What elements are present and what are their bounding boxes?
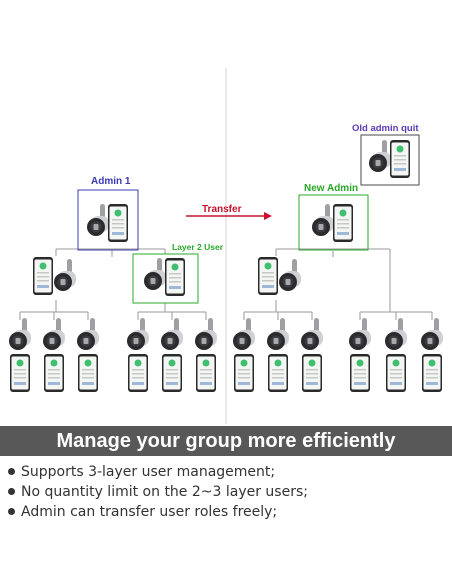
lock-icon (233, 318, 255, 350)
diagram-canvas (9, 68, 443, 424)
layer3-user (301, 318, 323, 392)
phone-icon (386, 354, 406, 392)
lock-icon (161, 318, 183, 350)
layer2-device-pair (144, 258, 185, 296)
lock-icon (127, 318, 149, 350)
bullet-icon (8, 507, 15, 515)
right-tree (243, 248, 433, 320)
old-admin-box (360, 134, 420, 186)
feature-text: Supports 3-layer user management; (21, 464, 276, 480)
old-admin-device-pair (369, 140, 410, 178)
feature-list: Supports 3-layer user management; No qua… (8, 462, 308, 522)
layer3-user (195, 318, 217, 392)
phone-icon (196, 354, 216, 392)
old-admin-label: Old admin quit (352, 123, 419, 134)
layer3-user (77, 318, 99, 392)
layer3-user (421, 318, 443, 392)
phone-icon (162, 354, 182, 392)
feature-item: Supports 3-layer user management; (8, 462, 308, 482)
lock-icon (301, 318, 323, 350)
lock-icon (9, 318, 31, 350)
admin-label: Admin 1 (91, 176, 131, 187)
lock-icon (195, 318, 217, 350)
feature-text: Admin can transfer user roles freely; (21, 504, 278, 520)
feature-item: Admin can transfer user roles freely; (8, 502, 308, 522)
lock-icon (77, 318, 99, 350)
layer3-user (43, 318, 65, 392)
layer2-user-label: Layer 2 User (172, 242, 224, 252)
new-admin-label: New Admin (304, 183, 359, 194)
layer3-user (127, 318, 149, 392)
lock-icon (349, 318, 371, 350)
lock-icon (267, 318, 289, 350)
phone-icon (128, 354, 148, 392)
phone-icon (234, 354, 254, 392)
lock-icon (385, 318, 407, 350)
phone-icon (78, 354, 98, 392)
new-admin-device-pair (312, 204, 353, 242)
lock-icon (43, 318, 65, 350)
feature-item: No quantity limit on the 2~3 layer users… (8, 482, 308, 502)
layer3-user (349, 318, 371, 392)
transfer-arrow (186, 212, 272, 220)
lock-icon (421, 318, 443, 350)
phone-icon (350, 354, 370, 392)
admin-box (77, 189, 139, 251)
admin-device-pair (87, 204, 128, 242)
feature-text: No quantity limit on the 2~3 layer users… (21, 484, 308, 500)
transfer-label: Transfer (202, 204, 242, 215)
layer3-user (161, 318, 183, 392)
banner-title: Manage your group more efficiently (0, 426, 452, 456)
phone-icon (422, 354, 442, 392)
phone-icon (268, 354, 288, 392)
bullet-icon (8, 467, 15, 475)
new-admin-box (298, 194, 369, 251)
bullet-icon (8, 487, 15, 495)
layer3-user (267, 318, 289, 392)
layer2-device-pair-left (33, 257, 76, 295)
phone-icon (44, 354, 64, 392)
layer3-user (9, 318, 31, 392)
left-tree (19, 248, 207, 320)
phone-icon (302, 354, 322, 392)
layer2-device-pair-right (258, 257, 301, 295)
hierarchy-diagram: Admin 1 Layer 2 User Transfer Old admin … (9, 68, 443, 424)
layer2-user-box (132, 253, 199, 304)
layer3-user (233, 318, 255, 392)
layer3-user (385, 318, 407, 392)
phone-icon (10, 354, 30, 392)
